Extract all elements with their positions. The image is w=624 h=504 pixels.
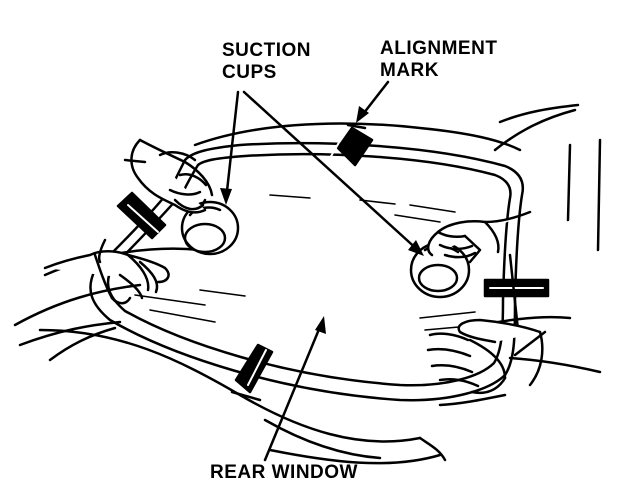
label-rear-window: REAR WINDOW xyxy=(210,462,358,483)
glass-reflections xyxy=(134,194,476,331)
alignment-tape-bottom xyxy=(230,343,274,402)
label-alignment-mark: ALIGNMENT MARK xyxy=(380,38,497,82)
label-suction-cups: SUCTION CUPS xyxy=(222,40,311,84)
alignment-tape-right xyxy=(483,253,550,332)
label-suction-cups-line1: SUCTION xyxy=(222,40,311,61)
label-suction-cups-line2: CUPS xyxy=(222,62,277,83)
label-alignment-mark-line2: MARK xyxy=(380,60,439,81)
leader-arrowheads xyxy=(220,106,424,334)
hand-lower-left xyxy=(43,238,170,305)
hand-upper-right xyxy=(426,210,532,264)
hand-upper-left xyxy=(123,138,214,214)
label-alignment-mark-line1: ALIGNMENT xyxy=(380,38,498,59)
hand-lower-right xyxy=(426,318,544,395)
alignment-tape-left xyxy=(116,191,167,240)
alignment-tape-top xyxy=(329,123,374,167)
